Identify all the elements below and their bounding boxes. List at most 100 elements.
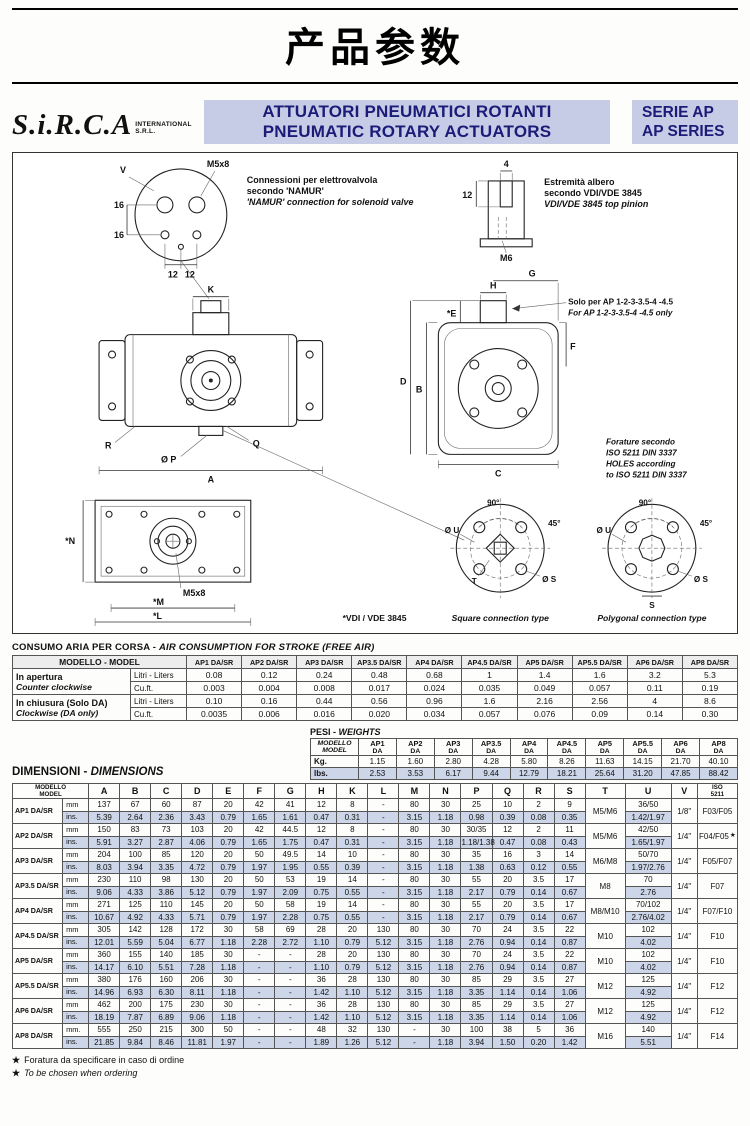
air-row: In chiusura (Solo DA)Clockwise (DA only)…	[12, 694, 739, 721]
dim-value-cell: -	[274, 948, 307, 962]
dim-t-cell: M8	[584, 873, 626, 900]
dim-value-cell: 3.15	[398, 835, 431, 850]
dim-12b-label: 12	[185, 270, 195, 280]
dim-value-cell: 2.76	[460, 935, 493, 950]
air-value-cell: 0.11	[626, 681, 683, 695]
dim-unit-cell: mm	[62, 873, 90, 887]
dim-value-cell: 6.30	[150, 985, 183, 1000]
dim-value-cell: 130	[367, 948, 400, 962]
holes-note-line1: Forature secondo	[606, 437, 675, 446]
dim-value-cell: 2	[522, 823, 555, 837]
dim-value-cell: 0.14	[522, 935, 555, 950]
dim-u-cell: 2.76	[624, 885, 672, 900]
air-unit-cell: Cu.ft.	[130, 681, 187, 695]
dim-value-cell: 0.79	[212, 860, 245, 875]
actuator-side-view: H G *E B D F C	[400, 269, 576, 479]
iso-star-marker: ★	[729, 831, 736, 839]
dim-value-cell: 3	[522, 848, 555, 862]
weights-value-cell: 5.80	[509, 755, 549, 768]
dim-value-cell: 176	[119, 973, 152, 987]
air-value-cell: 0.057	[461, 707, 518, 721]
weights-model-sub: DA	[486, 748, 497, 755]
dim-value-cell: 130	[367, 973, 400, 987]
dim-value-cell: 29	[491, 998, 524, 1012]
dim-value-cell: 3.5	[522, 998, 555, 1012]
dim-value-cell: 10	[491, 798, 524, 812]
dim-value-cell: 19	[305, 873, 338, 887]
dim-value-cell: 12.01	[88, 935, 121, 950]
dim-t-cell: M12	[584, 998, 626, 1025]
square-connection-caption: Square connection type	[452, 613, 549, 623]
dim-value-cell: 0.94	[491, 935, 524, 950]
weights-title: PESI - WEIGHTS	[310, 727, 738, 737]
dim-value-cell: 5.12	[367, 985, 400, 1000]
dim-value-cell: 28	[305, 923, 338, 937]
air-value-cell: 0.034	[406, 707, 463, 721]
dim-unit-cell: ins.	[62, 1010, 90, 1025]
dim-value-cell: 160	[150, 973, 183, 987]
logo-subtext: INTERNATIONAL S.R.L.	[135, 121, 192, 135]
weights-model-sub: DA	[410, 748, 421, 755]
dim-u-cell: 102	[624, 923, 672, 937]
air-value-cell: 1.6	[571, 668, 628, 682]
dim-value-cell: 3.15	[398, 860, 431, 875]
weights-model-name: AP4.5	[556, 739, 578, 748]
dim-model-cell: AP3 DA/SR	[11, 848, 64, 875]
weights-model-sub: DA	[675, 748, 686, 755]
square-diam-s-label: Ø S	[542, 575, 557, 584]
dim-value-cell: 58	[243, 923, 276, 937]
namur-flange-drawing: V M5x8 16 16 12 12	[114, 159, 229, 299]
air-value-cell: 0.16	[241, 694, 298, 708]
dim-value-cell: 5.12	[367, 960, 400, 975]
dim-value-cell: 8	[336, 798, 369, 812]
dim-value-cell: 3.15	[398, 935, 431, 950]
dim-value-cell: 1.18	[429, 935, 462, 950]
dim-unit-cell: ins.	[62, 835, 90, 850]
dim-value-cell: 8.11	[181, 985, 214, 1000]
air-label-line1: In apertura	[16, 671, 63, 682]
dim-model-cell: AP2 DA/SR	[11, 823, 64, 850]
weights-row-label: Kg.	[310, 755, 359, 768]
dim-value-cell: 100	[119, 848, 152, 862]
weights-model-sub: DA	[713, 748, 724, 755]
dim-value-cell: 0.67	[553, 885, 586, 900]
dim-value-cell: 30	[429, 898, 462, 912]
shaft-note-line1: Estremità albero	[544, 177, 615, 187]
weights-model-sub: DA	[561, 748, 572, 755]
dim-value-cell: 20	[212, 848, 245, 862]
square-connection-diagram: 90° 45° Ø U T Ø S	[445, 498, 560, 599]
dim-u-cell: 70	[624, 873, 672, 887]
dim-value-cell: 29	[491, 973, 524, 987]
weights-value-cell: 11.63	[585, 755, 625, 768]
dim-t-cell: M5/M6	[584, 798, 626, 825]
dim-v-cell: 1/4"	[670, 923, 698, 950]
dim-title-italian: DIMENSIONI -	[12, 766, 88, 778]
dim-value-cell: 48	[305, 1023, 338, 1037]
dim-value-cell: 9	[553, 798, 586, 812]
dim-model-cell: AP3.5 DA/SR	[11, 873, 64, 900]
dim-value-cell: 0.08	[522, 810, 555, 825]
dim-t-cell: M10	[584, 948, 626, 975]
air-value-cell: 0.017	[351, 681, 408, 695]
dim-value-cell: 2.72	[274, 935, 307, 950]
dim-header-model-line1: MODELLO	[35, 784, 67, 791]
dim-value-cell: 10	[336, 848, 369, 862]
weights-value-cell: 18.21	[547, 767, 587, 780]
dim-t-cell: M10	[584, 923, 626, 950]
dim-value-cell: 1.97	[243, 885, 276, 900]
star-icon: ★	[12, 1055, 21, 1066]
air-header-col: AP4.5 DA/SR	[461, 655, 518, 669]
h-dim-label: H	[490, 281, 496, 291]
shaft-end-drawing: 4 12 M6	[462, 159, 533, 263]
star-icon: ★	[12, 1068, 21, 1079]
dim-value-cell: 42	[243, 798, 276, 812]
dim-u-cell: 102	[624, 948, 672, 962]
dim-value-cell: 4.92	[119, 910, 152, 925]
dim-unit-cell: mm.	[62, 1023, 90, 1037]
e-dim-label: *E	[447, 309, 456, 319]
dim-value-cell: 3.15	[398, 810, 431, 825]
dim-value-cell: -	[367, 810, 400, 825]
